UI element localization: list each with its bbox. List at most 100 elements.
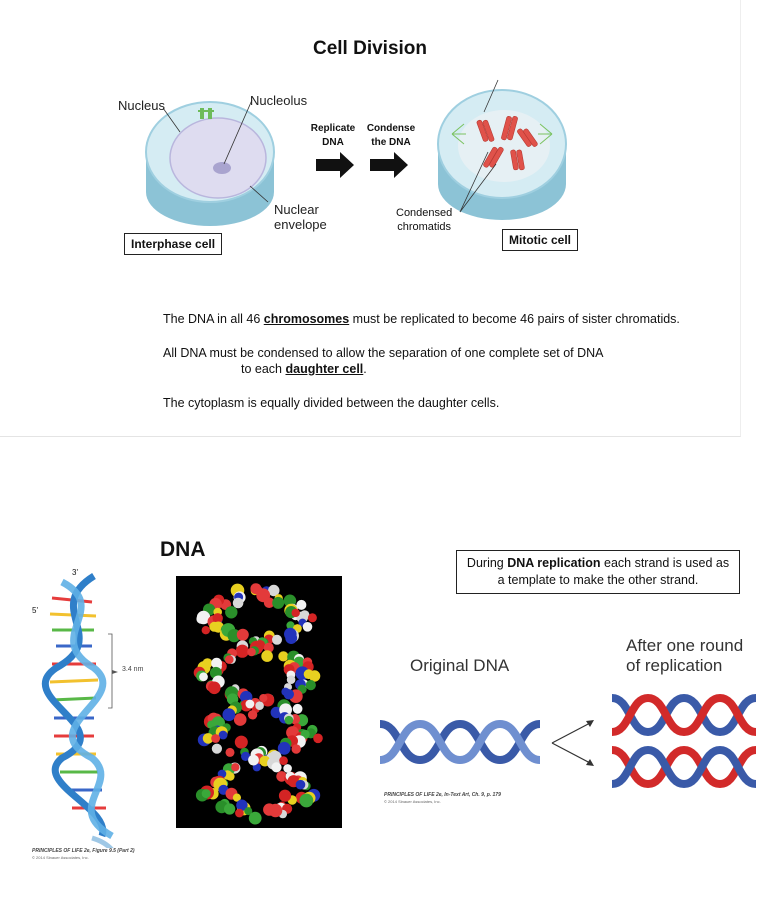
label-condense: Condense the DNA: [364, 122, 418, 150]
atom-sphere: [291, 744, 301, 754]
original-dna-label: Original DNA: [410, 656, 510, 675]
para1-text: The DNA in all 46: [163, 312, 264, 326]
atom-sphere: [211, 734, 220, 743]
atom-sphere: [225, 655, 234, 664]
atom-sphere: [247, 647, 256, 657]
atom-sphere: [233, 713, 247, 726]
atom-sphere: [232, 597, 244, 609]
helix-5-prime-label: 5': [32, 606, 38, 615]
para2-text-end: .: [363, 362, 367, 376]
atom-sphere: [248, 811, 262, 825]
atom-sphere: [279, 756, 288, 766]
paragraph-cytoplasm: The cytoplasm is equally divided between…: [163, 396, 500, 410]
replication-arrows: [551, 720, 594, 766]
atom-sphere: [283, 764, 292, 773]
label-condense-line1: Condense: [366, 123, 416, 134]
atom-sphere: [234, 735, 248, 749]
atom-sphere: [313, 733, 323, 744]
atom-sphere: [278, 789, 292, 802]
atom-sphere: [236, 799, 248, 811]
atom-sphere: [283, 689, 294, 700]
dna-space-filling-model: [176, 576, 342, 828]
atom-sphere: [303, 669, 314, 680]
paragraph-chromosomes: The DNA in all 46 chromosomes must be re…: [163, 312, 680, 326]
helix-3-prime-label: 3': [72, 568, 78, 577]
slide-cell-division: Cell Division Nucleus Nucleolus Nuclear …: [0, 0, 741, 437]
credit-left-title: PRINCIPLES OF LIFE 2e, Figure 9.5 (Part …: [32, 848, 135, 854]
atom-sphere: [292, 703, 303, 714]
label-envelope: envelope: [274, 217, 327, 232]
atom-sphere: [263, 597, 275, 608]
atom-sphere: [284, 627, 297, 641]
atom-sphere: [199, 672, 208, 682]
helix-measure-label: 3.4 nm: [122, 666, 144, 673]
atom-sphere: [232, 793, 241, 802]
atom-sphere: [224, 803, 236, 815]
term-daughter-cell: daughter cell: [285, 362, 364, 376]
atom-sphere: [276, 771, 287, 782]
atom-sphere: [235, 644, 249, 658]
para2-text: to each: [241, 362, 286, 376]
atom-sphere: [201, 789, 211, 799]
credit-mid-title: PRINCIPLES OF LIFE 2e, In-Text Art, Ch. …: [384, 792, 501, 798]
after-replication-label-line1: After one round: [626, 636, 744, 655]
atom-sphere: [268, 803, 283, 818]
interphase-cell-illustration: [145, 99, 275, 226]
atom-sphere: [305, 680, 316, 691]
paragraph-condense-line1: All DNA must be condensed to allow the s…: [163, 346, 604, 360]
atom-sphere: [268, 584, 280, 597]
atom-sphere: [245, 699, 255, 709]
atom-sphere: [259, 694, 268, 703]
label-condensed-chromatids: Condensed chromatids: [396, 206, 452, 234]
atom-sphere: [307, 613, 317, 623]
atom-sphere: [299, 793, 314, 808]
atom-sphere: [248, 754, 259, 766]
mitotic-cell-illustration: [437, 79, 567, 220]
note-text: During: [466, 556, 508, 570]
mitotic-cell-label: Mitotic cell: [502, 229, 579, 251]
after-replication-label-line2: of replication: [626, 656, 723, 675]
atom-sphere: [286, 621, 295, 630]
atom-sphere: [218, 730, 228, 740]
atom-sphere: [244, 807, 253, 816]
atom-sphere: [270, 706, 282, 719]
label-replicate-line2: DNA: [322, 137, 344, 148]
label-nucleus: Nucleus: [118, 98, 165, 113]
atom-sphere: [271, 762, 282, 773]
atom-sphere: [261, 650, 273, 662]
interphase-cell-label: Interphase cell: [124, 233, 223, 255]
para1-text-end: must be replicated to become 46 pairs of…: [349, 312, 680, 326]
atom-sphere: [286, 675, 296, 684]
atom-sphere: [225, 747, 235, 757]
label-condensed-line1: Condensed: [396, 207, 453, 219]
slide-dna: DNA During DNA replication each strand i…: [0, 438, 784, 900]
atom-sphere: [202, 733, 214, 744]
note-term-dna-replication: DNA replication: [507, 556, 601, 570]
daughter-dna-strands-1: [612, 693, 757, 737]
atom-sphere: [226, 772, 235, 781]
atom-sphere: [272, 596, 285, 609]
credit-mid-copyright: © 2014 Sinauer Associates, Inc.: [384, 799, 441, 804]
arrow-right-icon: [370, 152, 408, 178]
arrow-right-icon: [316, 152, 354, 178]
label-replicate-line1: Replicate: [310, 123, 356, 134]
atom-sphere: [295, 779, 306, 790]
atom-sphere: [284, 715, 294, 725]
daughter-dna-strands-2: [612, 745, 757, 789]
label-condensed-line2: chromatids: [397, 221, 452, 233]
paragraph-condense-line2: to each daughter cell.: [241, 362, 367, 376]
atom-sphere: [286, 726, 299, 739]
label-nucleolus: Nucleolus: [250, 93, 308, 108]
atom-sphere: [299, 610, 310, 620]
slide-title: DNA: [160, 538, 206, 561]
atom-sphere: [278, 651, 289, 662]
atom-sphere: [225, 606, 238, 619]
atom-sphere: [255, 701, 264, 710]
atom-sphere: [196, 614, 206, 624]
dna-double-helix-illustration: [41, 573, 118, 848]
atom-sphere: [291, 608, 300, 618]
atom-sphere: [236, 628, 249, 641]
note-text-end: each strand is used as a template to mak…: [497, 556, 730, 587]
atom-sphere: [211, 743, 222, 754]
replication-note: During DNA replication each strand is us…: [456, 550, 740, 594]
